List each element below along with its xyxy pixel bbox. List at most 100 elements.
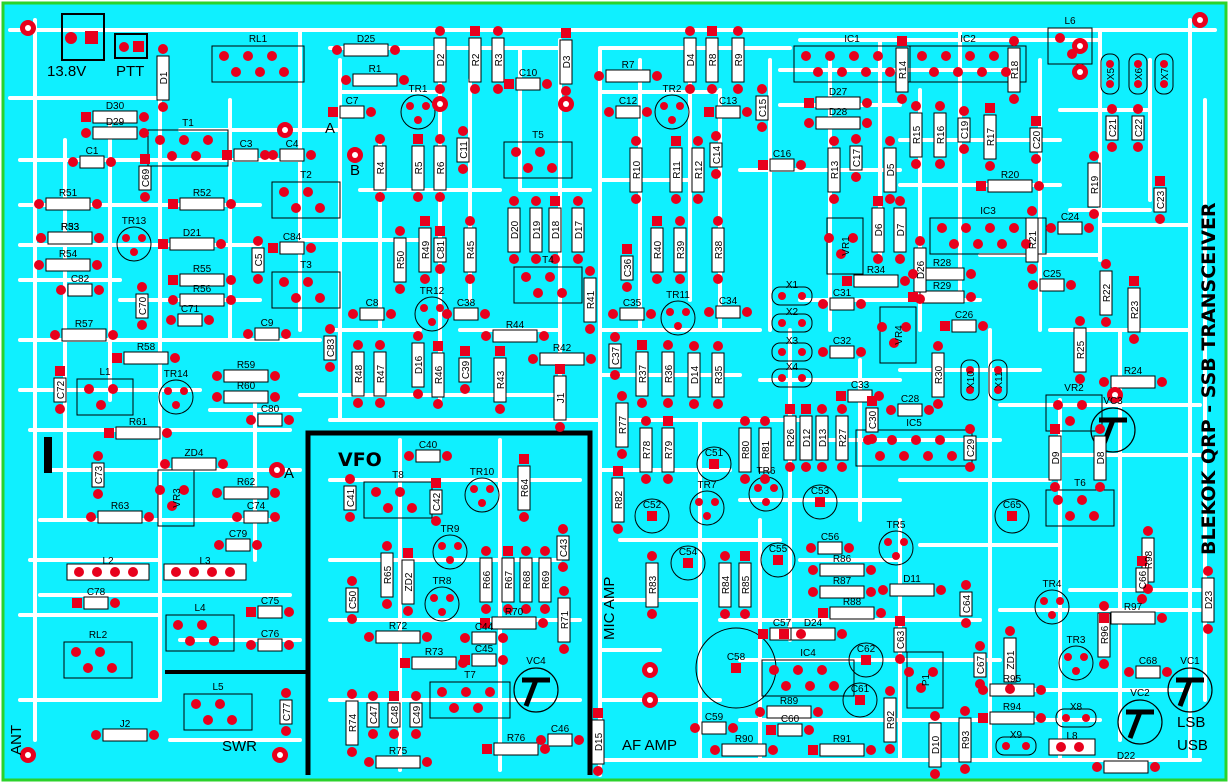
component-tr8: [424, 586, 460, 622]
label-r78: R78: [642, 440, 653, 459]
pad-t2-3: [303, 187, 313, 197]
label-r19: R19: [1090, 175, 1101, 194]
pad-c7-2: [366, 107, 376, 117]
pad-r67-2: [503, 604, 513, 614]
pad-c7-1: [328, 107, 338, 117]
pad-tr6-1: [754, 484, 762, 492]
pad-r63-1: [86, 512, 96, 522]
component-c73: [91, 462, 105, 488]
pad-t5-1: [511, 147, 521, 157]
solder-pads: [20, 12, 1213, 779]
component-c46: [547, 733, 573, 747]
pad-c63-1: [895, 616, 905, 626]
section-label-ptt: PTT: [116, 63, 144, 80]
section-label-swr: SWR: [222, 738, 257, 755]
component-r71: [557, 597, 571, 643]
pad-r36-2: [663, 398, 673, 408]
pad-c33-1: [836, 391, 846, 401]
component-c7: [339, 105, 365, 119]
component-r49: [418, 227, 432, 273]
pad-d2-1: [435, 26, 445, 36]
label-c5: C5: [254, 253, 265, 266]
component-p1: [906, 651, 944, 709]
pad-d9-1: [1050, 424, 1060, 434]
label-r95: R95: [1003, 674, 1022, 685]
pad-c69-2: [140, 192, 150, 202]
label-r14: R14: [898, 60, 909, 79]
pad-c3-2: [260, 150, 270, 160]
pad-d8-1: [1095, 424, 1105, 434]
pad-r68-2: [521, 604, 531, 614]
component-c21: [1105, 115, 1119, 141]
label-c37: C37: [611, 346, 622, 365]
label-c69: C69: [141, 168, 152, 187]
component-rl2: [63, 641, 133, 679]
label-c42: C42: [432, 492, 443, 511]
label-vc2: VC2: [1130, 688, 1150, 699]
pad-c48-1: [389, 691, 399, 701]
label-c77: C77: [282, 702, 293, 721]
pad-c62-1: [861, 655, 871, 665]
pad-rl1-3: [243, 51, 253, 61]
pad-r37-2: [637, 398, 647, 408]
pad-c56-1: [806, 543, 816, 553]
label-d26: D26: [916, 260, 927, 279]
label-r98: R98: [1144, 550, 1155, 569]
component-r8: [705, 37, 719, 83]
component-c51: [696, 446, 732, 482]
component-c61: [842, 682, 878, 718]
pad-d17-1: [573, 196, 583, 206]
component-d9: [1048, 435, 1062, 481]
component-c52: [634, 498, 670, 534]
pad-c13-1: [704, 107, 714, 117]
label-r43: R43: [496, 370, 507, 389]
pad-r40-2: [652, 274, 662, 284]
pad-c59-1: [690, 723, 700, 733]
pad-t1-5: [203, 135, 213, 145]
pad-tr7-3: [703, 512, 711, 520]
label-r20: R20: [1001, 170, 1020, 181]
pad-d3-2: [561, 86, 571, 96]
label-r84: R84: [721, 575, 732, 594]
pad-rl1-1: [219, 51, 229, 61]
label-c35: C35: [623, 298, 642, 309]
label-l1: L1: [99, 367, 111, 378]
label-ic5: IC5: [906, 418, 922, 429]
pad-c45-1: [460, 655, 470, 665]
component-d13: [815, 415, 829, 461]
label-d2: D2: [436, 53, 447, 66]
pad-r64-1: [519, 454, 529, 464]
label-r74: R74: [348, 713, 359, 732]
pad-r66-2: [481, 604, 491, 614]
pad-c65-1: [1007, 511, 1017, 521]
component-c37: [608, 343, 622, 369]
label-c52: C52: [643, 500, 662, 511]
component-tr14: [158, 379, 194, 415]
pad-tr6-2: [770, 484, 778, 492]
component-l4: [165, 614, 235, 652]
component-r91: [819, 743, 865, 757]
pad-zd4-2: [218, 459, 228, 469]
pad-c83-2: [325, 362, 335, 372]
component-t4: [513, 266, 583, 304]
pad-tr4-2: [1056, 597, 1064, 605]
label-c61: C61: [851, 684, 870, 695]
label-x1: X1: [786, 280, 799, 291]
section-label-vfo: VFO: [338, 449, 382, 471]
component-r57: [61, 328, 107, 342]
pad-c81-1: [435, 226, 445, 236]
label-r15: R15: [912, 125, 923, 144]
pad-l2-2: [92, 567, 102, 577]
component-l6: [1047, 27, 1093, 65]
pad-r34-1: [842, 276, 852, 286]
pad-r8-2: [707, 84, 717, 94]
pad-c54-1: [683, 558, 693, 568]
pad-d7-2: [895, 254, 905, 264]
label-r83: R83: [648, 575, 659, 594]
label-r72: R72: [389, 621, 408, 632]
pad-zd1-2: [1005, 684, 1015, 694]
pad-rl1-5: [267, 51, 277, 61]
pad-l8-2: [1074, 742, 1084, 752]
component-r90: [721, 743, 767, 757]
component-r6: [433, 145, 447, 191]
